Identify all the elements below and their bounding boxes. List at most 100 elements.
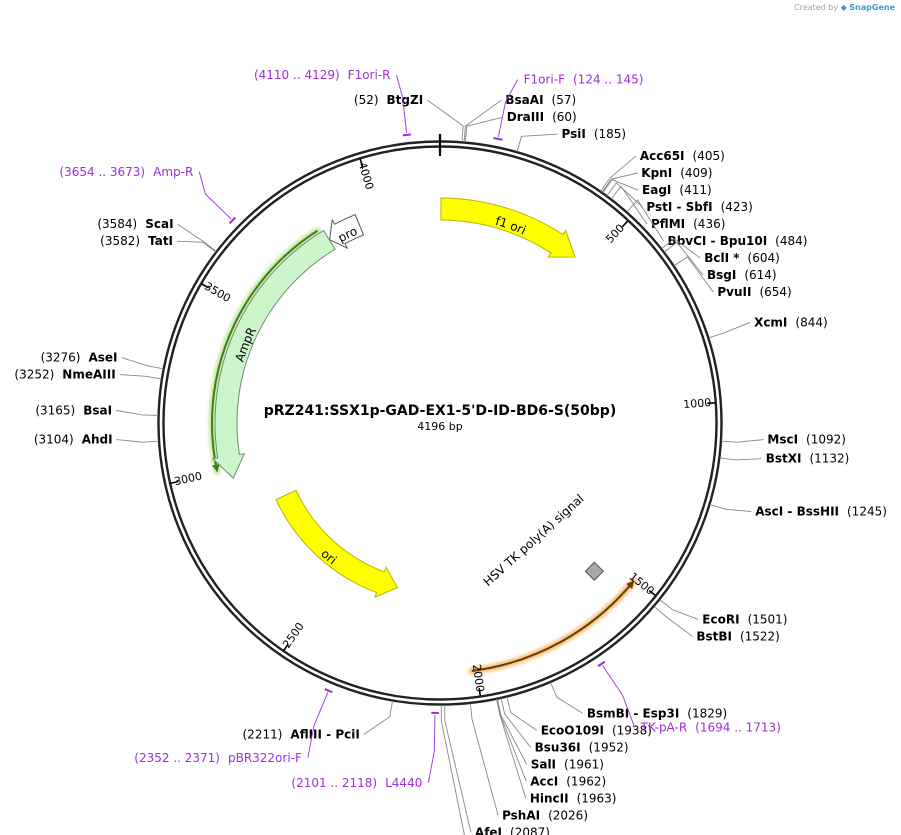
site-ecoo109i[interactable]: EcoO109I(1938) — [506, 696, 652, 737]
site-callout-line — [602, 179, 639, 194]
feature-arrows: f1 oriAmpR promoterAmpRoriHSV TK poly(A)… — [0, 0, 605, 599]
site-pflmi[interactable]: PflMI(436) — [610, 185, 725, 231]
tick-mark — [648, 589, 656, 597]
primer-pbr322ori-f[interactable]: (2352 .. 2371)pBR322ori-F — [134, 688, 333, 765]
primer-f1ori-r[interactable]: (4110 .. 4129)F1ori-R — [254, 68, 412, 137]
tick-mark — [201, 283, 209, 289]
site-label: PvuII(654) — [717, 285, 791, 299]
plasmid-backbone — [157, 134, 723, 706]
feature-hsv-tk-poly-a-signal[interactable]: HSV TK poly(A) signal — [481, 492, 605, 589]
primer-callout-line — [198, 171, 232, 220]
site-callout-line — [116, 409, 159, 416]
site-msci[interactable]: MscI(1092) — [721, 433, 846, 447]
primer-mark — [493, 137, 503, 141]
site-bsu36i[interactable]: Bsu36I(1952) — [500, 698, 629, 754]
site-tati[interactable]: (3582)TatI — [100, 234, 217, 253]
highlight-glow — [468, 577, 638, 675]
highlight-arrowhead — [626, 580, 634, 590]
site-callout-line — [119, 374, 162, 380]
site-callout-line — [606, 182, 643, 208]
site-label: (3104)AhdI — [34, 433, 113, 447]
tick-mark — [478, 688, 482, 697]
site-ahdi[interactable]: (3104)AhdI — [34, 433, 159, 447]
site-bsai[interactable]: (3165)BsaI — [35, 403, 159, 417]
primer-label: (4110 .. 4129)F1ori-R — [254, 68, 391, 82]
feature-ori[interactable]: ori — [275, 489, 399, 599]
site-nmeaiii[interactable]: (3252)NmeAIII — [14, 368, 162, 382]
site-xcmi[interactable]: XcmI(844) — [708, 315, 828, 339]
primer-label: TK-pA-R(1694 .. 1713) — [640, 720, 781, 734]
site-label: AscI - BssHII(1245) — [755, 505, 887, 519]
tick-mark — [283, 643, 289, 651]
tick-mark — [359, 158, 364, 167]
primer-callout-line — [427, 714, 436, 784]
site-callout-line — [610, 185, 648, 225]
credit-brand: SnapGene — [849, 3, 895, 12]
site-afliii-pcii[interactable]: (2211)AflIII - PciI — [243, 700, 393, 741]
site-bsmbi-esp3i[interactable]: BsmBI - Esp3I(1829) — [550, 682, 728, 720]
feature-shape — [440, 197, 576, 258]
site-callout-line — [506, 696, 537, 731]
site-bstxi[interactable]: BstXI(1132) — [719, 452, 850, 466]
feature-ampr-promoter[interactable]: AmpR promoter — [0, 0, 365, 250]
primer-mark — [324, 688, 333, 694]
plasmid-name: pRZ241:SSX1p-GAD-EX1-5'D-ID-BD6-S(50bp) — [264, 403, 616, 419]
site-pvuii[interactable]: PvuII(654) — [673, 256, 792, 299]
site-afei[interactable]: AfeI(2087) — [444, 704, 550, 835]
primer-label: (2352 .. 2371)pBR322ori-F — [134, 751, 302, 765]
highlight-strand — [471, 580, 635, 672]
site-bcli[interactable]: BclI *(604) — [661, 238, 780, 265]
site-bsaai[interactable]: BsaAI(57) — [463, 93, 576, 143]
site-psti-sbfi[interactable]: PstI - SbfI(423) — [606, 182, 753, 214]
site-label: BclI *(604) — [704, 251, 780, 265]
site-callout-line — [626, 199, 664, 242]
site-label: (2211)AflIII - PciI — [243, 727, 360, 741]
site-callout-line — [116, 439, 159, 443]
primer-tk-pa-r[interactable]: TK-pA-R(1694 .. 1713) — [597, 660, 781, 735]
site-kpni[interactable]: KpnI(409) — [601, 166, 712, 193]
credit-prefix: Created by — [794, 3, 839, 12]
site-eagi[interactable]: EagI(411) — [602, 179, 712, 197]
site-hincii[interactable]: HincII(1963) — [496, 699, 617, 805]
site-callout-line — [600, 155, 637, 192]
primer-label: (3654 .. 3673)Amp-R — [59, 165, 193, 179]
site-label: XcmI(844) — [754, 315, 828, 329]
site-label: PsiI(185) — [562, 127, 627, 141]
site-callout-line — [661, 238, 701, 259]
site-scai[interactable]: (3584)ScaI — [97, 217, 217, 252]
site-label: PshAI(2026) — [502, 808, 588, 822]
primer-l4440[interactable]: (2101 .. 2118)L4440 — [291, 711, 439, 790]
site-callout-line — [709, 504, 752, 513]
site-label: MscI(1092) — [767, 433, 846, 447]
site-callout-line — [177, 223, 217, 252]
feature-label: HSV TK poly(A) signal — [481, 492, 587, 589]
primer-amp-r[interactable]: (3654 .. 3673)Amp-R — [59, 165, 237, 225]
site-bbvci-bpu10i[interactable]: BbvCI - Bpu10I(484) — [626, 199, 807, 248]
site-psii[interactable]: PsiI(185) — [516, 127, 627, 152]
feature-shape — [329, 213, 365, 250]
primer-f1ori-f[interactable]: F1ori-F(124 .. 145) — [493, 73, 644, 141]
site-asci-bsshii[interactable]: AscI - BssHII(1245) — [709, 504, 887, 519]
site-bspqi-sapi[interactable]: BspQI - SapI(2095) — [440, 704, 602, 835]
site-bstbi[interactable]: BstBI(1522) — [653, 606, 780, 643]
site-label: BstXI(1132) — [766, 452, 850, 466]
feature-highlights — [208, 227, 638, 675]
site-bsgi[interactable]: BsgI(614) — [663, 241, 777, 282]
site-acc65i[interactable]: Acc65I(405) — [600, 149, 725, 192]
site-asei[interactable]: (3276)AseI — [41, 351, 164, 370]
site-label: SalI(1961) — [531, 757, 604, 771]
site-callout-line — [176, 240, 217, 253]
site-ecori[interactable]: EcoRI(1501) — [659, 599, 788, 627]
site-draiii[interactable]: DraIII(60) — [464, 110, 577, 143]
primer-label: F1ori-F(124 .. 145) — [524, 73, 644, 87]
site-label: BstBI(1522) — [696, 629, 780, 643]
tick-label: 2000 — [470, 663, 487, 693]
feature-f1-ori[interactable]: f1 ori — [440, 197, 576, 258]
site-pshai[interactable]: PshAI(2026) — [469, 703, 588, 822]
tick-label: 1000 — [683, 396, 712, 411]
site-callout-line — [440, 704, 465, 835]
tick-label: 4000 — [356, 161, 377, 192]
site-label: (52)BtgZI — [354, 93, 423, 107]
site-callout-line — [516, 133, 558, 152]
site-btgzi[interactable]: (52)BtgZI — [354, 93, 464, 142]
